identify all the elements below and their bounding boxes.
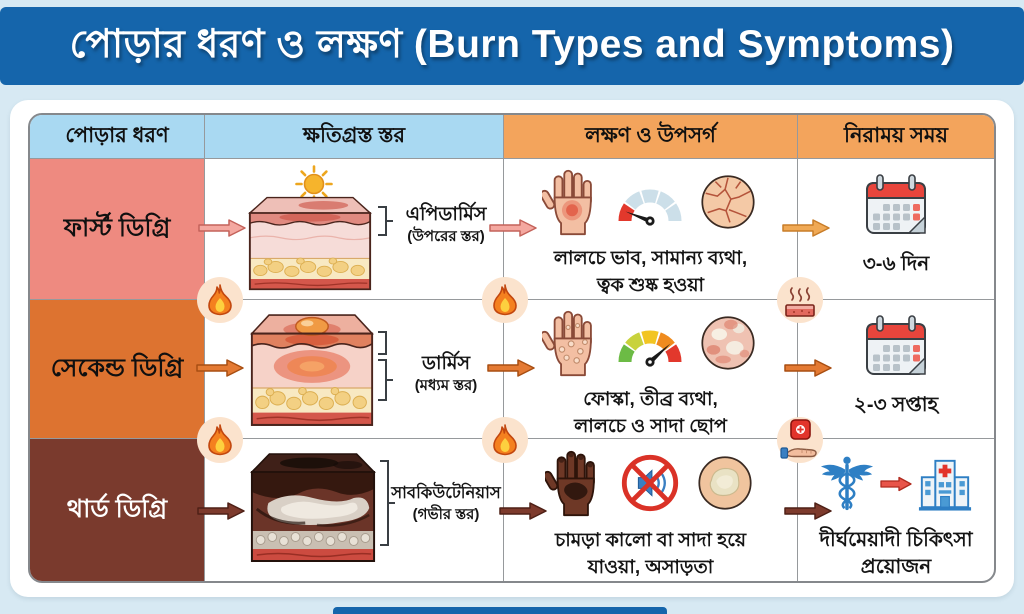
hospital-icon	[918, 459, 972, 511]
symptom-cell-third: চামড়া কালো বা সাদা হয়ে যাওয়া, অসাড়তা	[504, 439, 798, 581]
symptom-text-third: চামড়া কালো বা সাদা হয়ে যাওয়া, অসাড়তা	[555, 527, 746, 581]
heat-on-skin-icon	[777, 277, 823, 323]
header-burn-type: পোড়ার ধরণ	[30, 115, 205, 159]
flame-icon	[482, 277, 528, 323]
pain-gauge-low-icon	[618, 189, 681, 226]
right-arrow-icon	[784, 359, 832, 377]
layer-label-first: এপিডার্মিস (উপরের স্তর)	[391, 203, 501, 247]
right-arrow-icon	[196, 359, 244, 377]
symptom-line: চামড়া কালো বা সাদা হয়ে	[554, 530, 747, 551]
layer-label-third: সাবকিউটেনিয়াস (গভীর স্তর)	[389, 481, 503, 525]
symptom-line: ফোস্কা, তীব্র ব্যথা,	[583, 389, 718, 410]
symptom-cell-second: ফোস্কা, তীব্র ব্যথা, লালচে ও সাদা ছোপ	[504, 300, 798, 439]
layer-note: (উপরের স্তর)	[407, 228, 485, 245]
calendar-icon	[866, 174, 926, 234]
pale-skin-icon	[697, 456, 752, 510]
layer-name: ডার্মিস	[421, 353, 471, 374]
burn-table: পোড়ার ধরণ ক্ষতিগ্রস্ত স্তর লক্ষণ ও উপসর…	[28, 113, 996, 583]
symptom-text-first: লালচে ভাব, সামান্য ব্যথা, ত্বক শুষ্ক হওয…	[554, 245, 747, 299]
healing-line: প্রয়োজন	[860, 556, 932, 578]
page-title: পোড়ার ধরণ ও লক্ষণ (Burn Types and Sympt…	[69, 22, 955, 66]
healing-text-first: ৩-৬ দিন	[863, 251, 929, 278]
skin-layers-second-degree-icon	[250, 314, 374, 426]
healing-text-second: ২-৩ সপ্তাহ	[854, 392, 938, 419]
flame-icon	[197, 277, 243, 323]
right-arrow-icon	[499, 502, 547, 520]
healing-cell-first: ৩-৬ দিন	[798, 159, 994, 300]
header-affected-layer: ক্ষতিগ্রস্ত স্তর	[205, 115, 504, 159]
degree-cell-second: সেকেন্ড ডিগ্রি	[30, 300, 205, 439]
healing-cell-second: ২-৩ সপ্তাহ	[798, 300, 994, 439]
pain-gauge-high-icon	[618, 330, 681, 367]
right-arrow-icon	[197, 502, 245, 520]
symptom-cell-first: লালচে ভাব, সামান্য ব্যথা, ত্বক শুষ্ক হওয…	[504, 159, 798, 300]
symptom-icons	[541, 168, 760, 236]
red-hand-icon	[541, 169, 592, 236]
right-arrow-icon	[784, 502, 832, 520]
layer-label-second: ডার্মিস (মধ্যম স্তর)	[391, 352, 501, 396]
layer-note: (গভীর স্তর)	[412, 506, 480, 523]
header-healing-time: নিরাময় সময়	[798, 115, 994, 159]
blister-hand-icon	[541, 310, 592, 377]
title-bar: পোড়ার ধরণ ও লক্ষণ (Burn Types and Sympt…	[0, 7, 1024, 85]
right-arrow-icon	[198, 219, 246, 237]
symptom-icons	[541, 309, 760, 377]
healing-line: ২-৩ সপ্তাহ	[853, 394, 939, 416]
footer-bar	[333, 607, 667, 614]
dry-skin-icon	[700, 175, 755, 229]
flame-icon	[482, 417, 528, 463]
no-sensation-icon	[621, 454, 678, 512]
symptom-line: যাওয়া, অসাড়তা	[587, 557, 714, 578]
right-arrow-icon	[487, 359, 535, 377]
right-arrow-icon	[489, 219, 537, 237]
layer-bracket	[378, 206, 393, 236]
calendar-icon	[866, 315, 926, 375]
symptom-line: ত্বক শুষ্ক হওয়া	[596, 275, 705, 296]
layer-bracket	[380, 460, 395, 546]
layer-cell-first: এপিডার্মিস (উপরের স্তর)	[205, 159, 504, 300]
caduceus-icon	[820, 456, 874, 511]
flame-icon	[197, 417, 243, 463]
degree-cell-third: থার্ড ডিগ্রি	[30, 439, 205, 581]
skin-layers-first-degree-icon	[248, 196, 372, 291]
right-arrow-icon	[782, 219, 830, 237]
mottled-skin-icon	[700, 316, 755, 370]
layer-note: (মধ্যম স্তর)	[414, 377, 478, 394]
charred-hand-icon	[544, 450, 595, 517]
symptom-text-second: ফোস্কা, তীব্র ব্যথা, লালচে ও সাদা ছোপ	[574, 386, 727, 440]
healing-icons	[819, 451, 973, 517]
symptom-icons	[544, 448, 757, 518]
symptom-line: লালচে ও সাদা ছোপ	[574, 416, 727, 437]
healing-cell-third: দীর্ঘমেয়াদী চিকিৎসা প্রয়োজন	[798, 439, 994, 581]
layer-name: এপিডার্মিস	[405, 204, 487, 225]
first-aid-hand-icon	[777, 417, 823, 463]
sun-icon	[295, 165, 333, 203]
layer-bracket	[378, 331, 393, 401]
right-arrow-icon	[880, 476, 912, 492]
healing-text-third: দীর্ঘমেয়াদী চিকিৎসা প্রয়োজন	[819, 527, 972, 581]
degree-cell-first: ফার্স্ট ডিগ্রি	[30, 159, 205, 300]
layer-name: সাবকিউটেনিয়াস	[391, 484, 501, 502]
layer-cell-third: সাবকিউটেনিয়াস (গভীর স্তর)	[205, 439, 504, 581]
healing-line: ৩-৬ দিন	[862, 253, 930, 275]
healing-line: দীর্ঘমেয়াদী চিকিৎসা	[819, 529, 973, 551]
header-symptoms: লক্ষণ ও উপসর্গ	[504, 115, 798, 159]
symptom-line: লালচে ভাব, সামান্য ব্যথা,	[553, 248, 748, 269]
layer-cell-second: ডার্মিস (মধ্যম স্তর)	[205, 300, 504, 439]
skin-layers-third-degree-icon	[250, 453, 376, 562]
